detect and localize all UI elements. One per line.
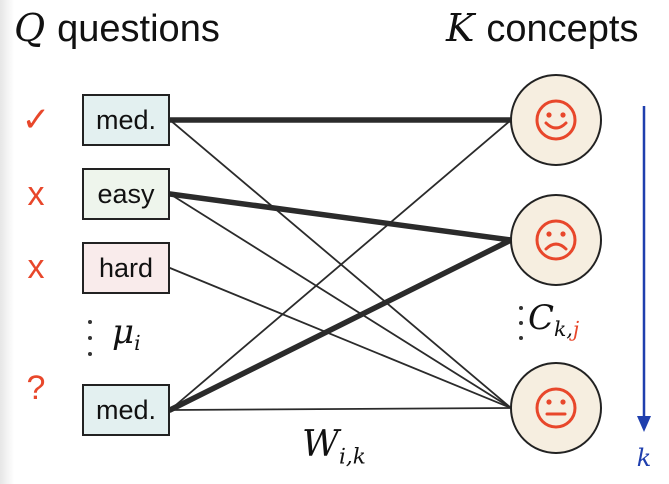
incorrect-x-icon: x <box>27 248 45 286</box>
question-difficulty-label: easy <box>97 178 155 209</box>
c-symbol: C <box>528 298 555 338</box>
concept-node-3 <box>510 362 602 454</box>
unknown-question-icon: ? <box>26 369 46 407</box>
mu-symbol: μ <box>112 312 135 352</box>
happy-face-icon <box>535 99 577 141</box>
c-subscript-k: k, <box>554 317 573 342</box>
w-subscript: i,k <box>339 444 366 470</box>
edge-q3-c3 <box>169 267 512 409</box>
left-edge-band <box>0 0 14 484</box>
c-subscript-j: j <box>572 317 580 342</box>
question-difficulty-label: med. <box>95 104 157 135</box>
concepts-header-label: concepts <box>486 8 639 50</box>
question-box-4: med. <box>82 384 170 436</box>
concept-ellipsis <box>517 306 525 340</box>
edge-q4-c3 <box>169 407 512 411</box>
edge-q2-c2 <box>167 191 514 243</box>
question-ellipsis <box>86 320 94 356</box>
question-box-2: easy <box>82 168 170 220</box>
down-arrow-icon <box>637 106 651 432</box>
sad-face-icon <box>535 219 577 261</box>
edge-q2-c3 <box>169 193 512 409</box>
correct-check-icon: ✓ <box>21 101 51 139</box>
k-index-label: k <box>636 444 652 472</box>
question-box-3: hard <box>82 242 170 294</box>
neutral-face-icon <box>535 387 577 429</box>
concept-node-2 <box>510 194 602 286</box>
question-box-1: med. <box>82 94 170 146</box>
w-ik-label: Wi,k <box>302 424 366 470</box>
question-difficulty-label: hard <box>98 252 154 283</box>
mu-subscript: i <box>134 331 141 356</box>
c-kj-label: Ck,j <box>528 298 579 341</box>
concept-node-1 <box>510 74 602 166</box>
questions-header-label: questions <box>57 8 220 50</box>
edge-q4-c1 <box>169 119 512 411</box>
edge-q4-c2 <box>167 237 514 413</box>
incorrect-x-icon: x <box>27 175 45 213</box>
concepts-count-symbol: K <box>446 6 475 50</box>
question-difficulty-label: med. <box>95 394 157 425</box>
w-symbol: W <box>302 424 340 465</box>
mu-i-label: μi <box>112 312 141 355</box>
questions-count-symbol: Q <box>14 6 46 50</box>
